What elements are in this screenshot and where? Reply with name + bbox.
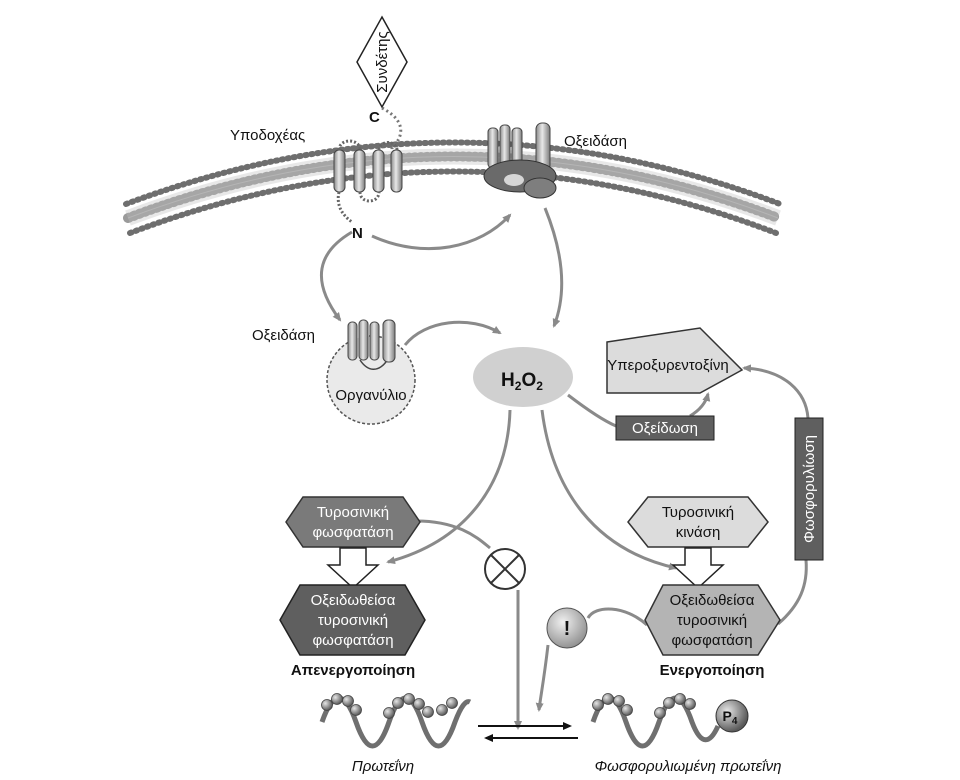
ligand-label: Συνδέτης: [374, 31, 391, 93]
protein-label: Πρωτεΐνη: [352, 758, 414, 775]
exclamation-marker: !: [546, 607, 588, 649]
h2o2-sub1: 2: [515, 379, 522, 393]
tyr-phosphatase-line2: φωσφατάση: [312, 524, 393, 541]
receptor: C N Υποδοχέας: [230, 106, 403, 242]
tyrosine-phosphatase: Τυροσινική φωσφατάση: [285, 496, 421, 548]
tyr-kinase-line1: Τυροσινική: [662, 504, 734, 521]
ligand: Συνδέτης: [356, 15, 408, 109]
receptor-label: Υποδοχέας: [230, 127, 305, 144]
down-arrow-right: [671, 547, 725, 590]
p4-main: P: [723, 708, 732, 724]
svg-text:P4: P4: [723, 708, 738, 727]
down-arrow-left: [326, 547, 380, 590]
ox-phosphatase-line1: Οξειδωθείσα: [311, 592, 396, 609]
pathway-arrows: [320, 207, 810, 730]
inactivation-label: Απενεργοποίηση: [291, 662, 415, 679]
n-terminal-label: N: [352, 225, 363, 242]
oxidation-label: Οξείδωση: [632, 420, 698, 437]
oxidation-box: Οξείδωση: [615, 415, 715, 441]
tyr-phosphatase-line1: Τυροσινική: [317, 504, 389, 521]
organelle: Οργανύλιο Οξειδάση: [252, 319, 416, 425]
phospho-protein-label: Φωσφορυλιωμένη πρωτεΐνη: [595, 758, 782, 775]
phosphorylation-box: Φωσφορυλίωση: [794, 417, 824, 561]
svg-text:H2O2: H2O2: [501, 370, 543, 393]
c-terminal-label: C: [369, 109, 380, 126]
h2o2-node: H2O2: [473, 347, 573, 407]
ox-kinase-line3: φωσφατάση: [671, 632, 752, 649]
phosphorylation-label: Φωσφορυλίωση: [801, 435, 818, 543]
tyrosine-kinase: Τυροσινική κινάση: [627, 496, 769, 548]
peroxiredoxin-label: Υπεροξυρεντοξίνη: [607, 357, 729, 374]
membrane-oxidase: Οξειδάση: [483, 122, 627, 199]
cell-membrane: [123, 139, 783, 236]
organelle-oxidase-label: Οξειδάση: [252, 327, 315, 344]
equilibrium-arrows: [478, 722, 578, 742]
exclamation-label: !: [564, 618, 571, 640]
ox-phosphatase-line2: τυροσινική: [318, 612, 388, 629]
activation-label: Ενεργοποίηση: [660, 662, 765, 679]
membrane-oxidase-label: Οξειδάση: [564, 133, 627, 150]
oxidized-kinase: Οξειδωθείσα τυροσινική φωσφατάση: [644, 584, 781, 656]
oxidized-phosphatase: Οξειδωθείσα τυροσινική φωσφατάση: [279, 584, 426, 656]
protein-chain: Πρωτεΐνη: [319, 693, 472, 775]
peroxiredoxin: Υπεροξυρεντοξίνη: [606, 327, 744, 394]
h2o2-h: H: [501, 370, 515, 391]
ox-kinase-line1: Οξειδωθείσα: [670, 592, 755, 609]
h2o2-o: O: [521, 370, 536, 391]
inhibition-symbol: [484, 548, 526, 590]
phospho-protein-chain: P4 Φωσφορυλιωμένη πρωτεΐνη: [590, 693, 782, 775]
ox-phosphatase-line3: φωσφατάση: [312, 632, 393, 649]
ox-kinase-line2: τυροσινική: [677, 612, 747, 629]
tyr-kinase-line2: κινάση: [676, 524, 721, 541]
organelle-label: Οργανύλιο: [335, 387, 406, 404]
p4-sub: 4: [732, 716, 738, 727]
h2o2-sub2: 2: [536, 379, 543, 393]
